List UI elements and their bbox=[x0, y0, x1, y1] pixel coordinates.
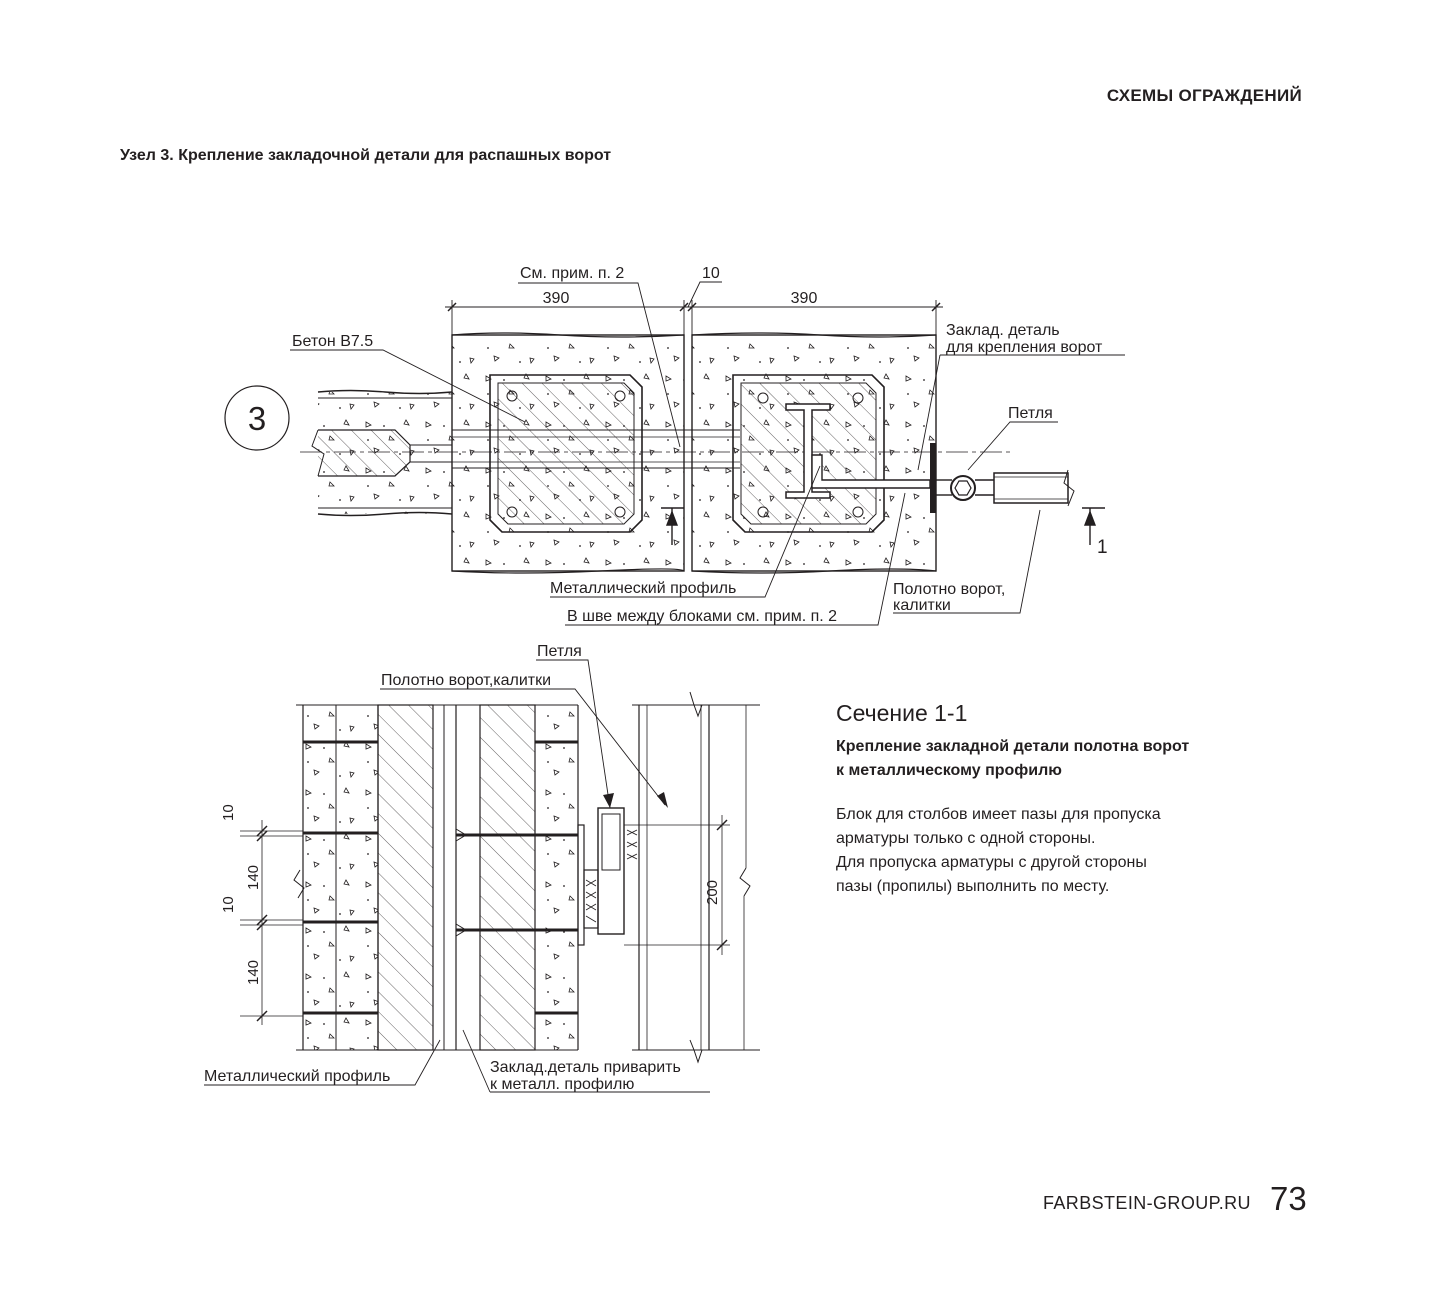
label-joint-note: В шве между блоками см. прим. п. 2 bbox=[567, 608, 837, 625]
plan-view bbox=[224, 281, 1125, 626]
note-line: Блок для столбов имеет пазы для пропуска bbox=[836, 806, 1161, 823]
label-embedded-part-line1: Заклад. деталь bbox=[946, 322, 1060, 339]
dim-joint-10: 10 bbox=[702, 265, 720, 282]
section-subtitle-line: к металлическому профилю bbox=[836, 762, 1062, 779]
page-section-header: СХЕМЫ ОГРАЖДЕНИЙ bbox=[1106, 86, 1302, 105]
dim-10-top: 10 bbox=[220, 804, 237, 821]
dim-390-left: 390 bbox=[543, 290, 570, 307]
section-label-weld-line2: к металл. профилю bbox=[490, 1076, 634, 1093]
section-label-gate-leaf: Полотно ворот,калитки bbox=[381, 672, 551, 689]
section-view bbox=[204, 659, 760, 1093]
label-concrete: Бетон В7.5 bbox=[292, 333, 373, 350]
note-line: пазы (пропилы) выполнить по месту. bbox=[836, 878, 1110, 895]
label-metal-profile: Металлический профиль bbox=[550, 580, 736, 597]
footer-site-link: FARBSTEIN-GROUP.RU bbox=[1043, 1193, 1251, 1213]
section-label-metal-profile: Металлический профиль bbox=[204, 1068, 390, 1085]
label-embedded-part-line2: для крепления ворот bbox=[946, 339, 1103, 356]
pillar-block-left bbox=[451, 332, 685, 574]
dim-140-bottom: 140 bbox=[245, 960, 262, 985]
section-description: Сечение 1-1 Крепление закладной детали п… bbox=[836, 700, 1256, 899]
note-line: арматуры только с одной стороны. bbox=[836, 830, 1096, 847]
dimension-lines bbox=[445, 281, 943, 335]
dim-140-top: 140 bbox=[245, 865, 262, 890]
note-line: Для пропуска арматуры с другой стороны bbox=[836, 854, 1147, 871]
label-gate-leaf-line2: калитки bbox=[893, 597, 951, 614]
section-cut-mark bbox=[661, 507, 1105, 545]
section-label-hinge: Петля bbox=[537, 643, 582, 660]
dim-200: 200 bbox=[704, 880, 721, 905]
section-title: Сечение 1-1 bbox=[836, 700, 968, 726]
label-gate-leaf-line1: Полотно ворот, bbox=[893, 581, 1005, 598]
section-notes: Блок для столбов имеет пазы для пропуска… bbox=[836, 803, 1256, 899]
node-marker-label: 3 bbox=[248, 400, 266, 437]
pillar-block-right bbox=[691, 332, 937, 574]
left-wall bbox=[311, 389, 453, 517]
section-subtitle: Крепление закладной детали полотна ворот… bbox=[836, 735, 1256, 783]
leader-lines bbox=[290, 282, 1125, 626]
section-mark-label: 1 bbox=[1097, 537, 1108, 558]
section-label-weld-line1: Заклад.деталь приварить bbox=[490, 1059, 681, 1076]
hinge-assembly bbox=[936, 469, 1075, 507]
label-see-note: См. прим. п. 2 bbox=[520, 265, 624, 282]
page-number: 73 bbox=[1270, 1180, 1307, 1217]
dim-390-right: 390 bbox=[791, 290, 818, 307]
node-marker-circle bbox=[224, 385, 290, 451]
section-subtitle-line: Крепление закладной детали полотна ворот bbox=[836, 738, 1190, 755]
node-title: Узел 3. Крепление закладочной детали для… bbox=[120, 147, 612, 164]
dim-10-bottom: 10 bbox=[220, 896, 237, 913]
label-hinge: Петля bbox=[1008, 405, 1053, 422]
